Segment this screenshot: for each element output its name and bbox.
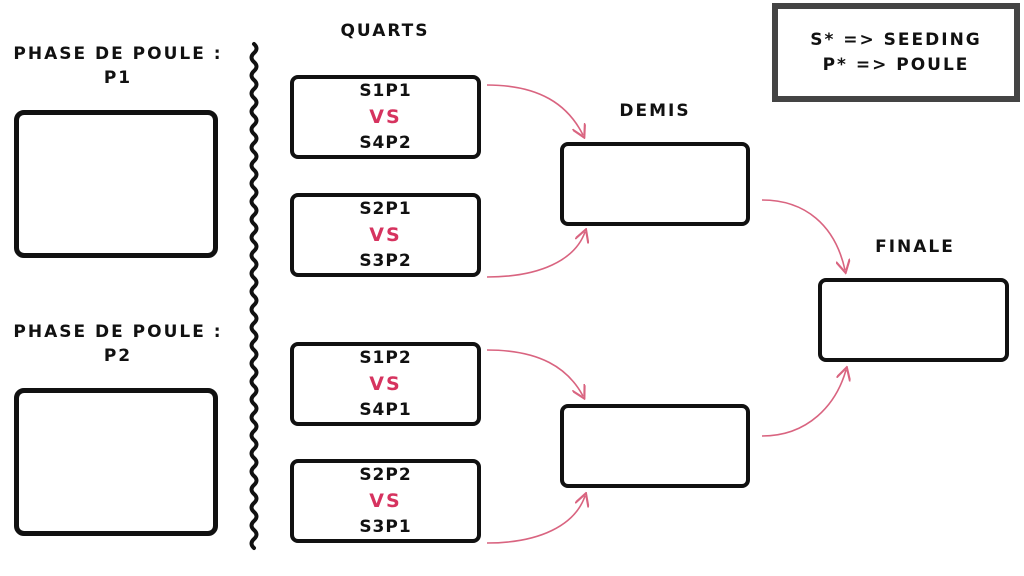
arrow-q3-to-semi2 xyxy=(486,349,583,396)
match-2-bottom-seed: S3P2 xyxy=(359,251,412,271)
quarter-match-2: S2P1 VS S3P2 xyxy=(290,193,481,277)
arrow-q4-to-semi2 xyxy=(486,496,585,544)
match-3-bottom-seed: S4P1 xyxy=(359,400,412,420)
legend-seeding-line: S* => SEEDING xyxy=(810,29,982,50)
match-3-vs: VS xyxy=(369,373,402,395)
match-4-bottom-seed: S3P1 xyxy=(359,517,412,537)
wavy-divider xyxy=(249,42,259,550)
arrow-q2-to-semi1 xyxy=(486,232,585,278)
quarter-match-4: S2P2 VS S3P1 xyxy=(290,459,481,543)
match-1-top-seed: S1P1 xyxy=(359,81,412,101)
match-1-bottom-seed: S4P2 xyxy=(359,133,412,153)
pool-p1-heading-line2: P1 xyxy=(103,68,133,88)
quarter-match-1: S1P1 VS S4P2 xyxy=(290,75,481,159)
legend-poule-line: P* => POULE xyxy=(822,54,970,75)
pool-p2-heading-line2: P2 xyxy=(103,346,133,366)
match-4-vs: VS xyxy=(369,490,402,512)
semi-final-box-1 xyxy=(560,142,750,226)
legend-box: S* => SEEDING P* => POULE xyxy=(772,3,1020,102)
final-box xyxy=(818,278,1009,362)
pool-p2-heading-line1: PHASE DE POULE : xyxy=(13,322,223,342)
quarter-match-3: S1P2 VS S4P1 xyxy=(290,342,481,426)
pool-p2-heading: PHASE DE POULE : P2 xyxy=(8,320,228,368)
arrow-semi1-to-final xyxy=(761,199,845,270)
arrow-q1-to-semi1 xyxy=(486,84,583,135)
pool-p1-heading-line1: PHASE DE POULE : xyxy=(13,44,223,64)
match-1-vs: VS xyxy=(369,106,402,128)
pool-p1-box xyxy=(14,110,218,258)
pool-p1-heading: PHASE DE POULE : P1 xyxy=(8,42,228,90)
quarts-heading: QUARTS xyxy=(340,21,430,41)
finale-heading: FINALE xyxy=(875,237,955,257)
match-2-vs: VS xyxy=(369,224,402,246)
pool-p2-box xyxy=(14,388,218,536)
match-2-top-seed: S2P1 xyxy=(359,199,412,219)
arrow-semi2-to-final xyxy=(761,370,846,437)
demis-heading: DEMIS xyxy=(619,101,691,121)
semi-final-box-2 xyxy=(560,404,750,488)
match-4-top-seed: S2P2 xyxy=(359,465,412,485)
match-3-top-seed: S1P2 xyxy=(359,348,412,368)
